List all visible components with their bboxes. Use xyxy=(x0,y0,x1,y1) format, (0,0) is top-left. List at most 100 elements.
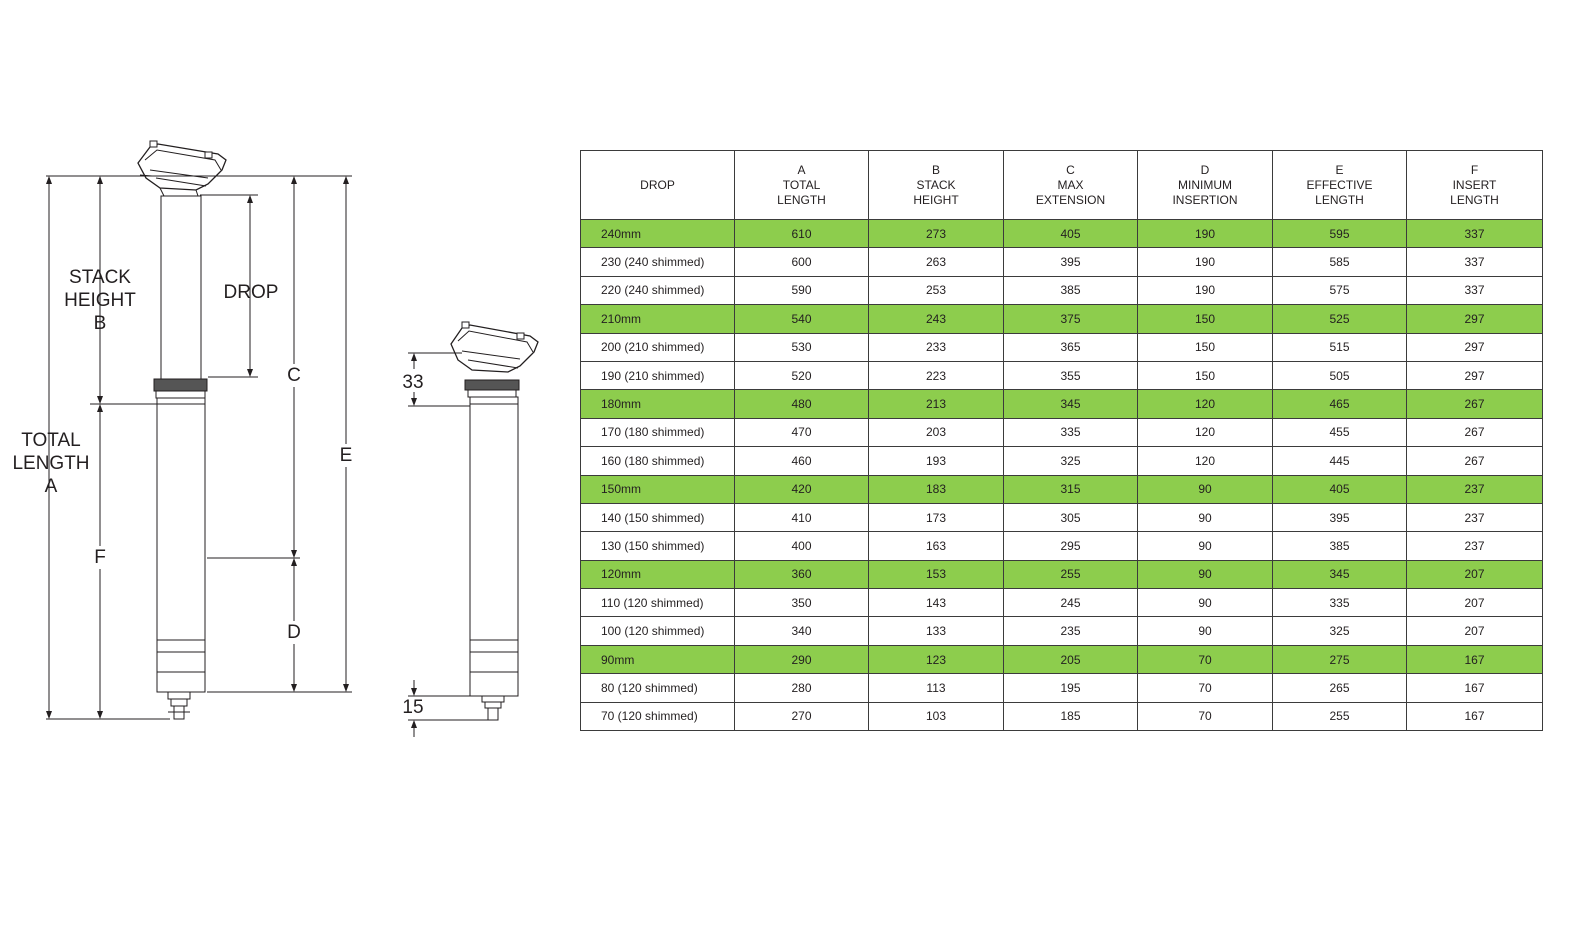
value-cell: 405 xyxy=(1272,474,1407,504)
value-cell: 455 xyxy=(1272,417,1407,447)
drop-cell: 70 (120 shimmed) xyxy=(580,701,735,732)
header-total-length: A TOTAL LENGTH xyxy=(734,150,869,220)
value-cell: 190 xyxy=(1137,275,1273,305)
drop-cell: 240mm xyxy=(580,218,735,248)
header-drop: DROP xyxy=(580,150,735,220)
value-cell: 90 xyxy=(1137,502,1273,532)
value-cell: 355 xyxy=(1003,360,1138,390)
value-cell: 600 xyxy=(734,247,869,277)
drop-cell: 170 (180 shimmed) xyxy=(580,417,735,447)
value-cell: 505 xyxy=(1272,360,1407,390)
size-spec-table: DROP A TOTAL LENGTH B STACK HEIGHT C MAX… xyxy=(580,150,1543,732)
value-cell: 90 xyxy=(1137,588,1273,617)
value-cell: 267 xyxy=(1406,389,1543,419)
value-cell: 395 xyxy=(1272,502,1407,532)
value-cell: 70 xyxy=(1137,644,1273,674)
table-header-row: DROP A TOTAL LENGTH B STACK HEIGHT C MAX… xyxy=(580,150,1543,220)
value-cell: 120 xyxy=(1137,389,1273,419)
value-cell: 265 xyxy=(1272,673,1407,703)
drop-cell: 210mm xyxy=(580,304,735,334)
value-cell: 235 xyxy=(1003,616,1138,646)
value-cell: 185 xyxy=(1003,701,1138,732)
value-cell: 325 xyxy=(1003,446,1138,476)
value-cell: 420 xyxy=(734,474,869,504)
value-cell: 297 xyxy=(1406,332,1543,362)
drop-cell: 90mm xyxy=(580,644,735,674)
drop-cell: 150mm xyxy=(580,474,735,504)
value-cell: 375 xyxy=(1003,304,1138,334)
value-cell: 183 xyxy=(868,474,1004,504)
value-cell: 70 xyxy=(1137,701,1273,732)
header-insert-length: F INSERT LENGTH xyxy=(1406,150,1543,220)
dim-33-label: 33 xyxy=(402,372,424,393)
value-cell: 480 xyxy=(734,389,869,419)
compressed-post xyxy=(450,321,539,721)
value-cell: 290 xyxy=(734,644,869,674)
value-cell: 70 xyxy=(1137,673,1273,703)
value-cell: 530 xyxy=(734,332,869,362)
value-cell: 270 xyxy=(734,701,869,732)
value-cell: 335 xyxy=(1003,417,1138,447)
value-cell: 150 xyxy=(1137,304,1273,334)
value-cell: 167 xyxy=(1406,644,1543,674)
value-cell: 465 xyxy=(1272,389,1407,419)
value-cell: 207 xyxy=(1406,588,1543,617)
f-label: F xyxy=(88,546,112,569)
drop-cell: 190 (210 shimmed) xyxy=(580,360,735,390)
value-cell: 280 xyxy=(734,673,869,703)
header-minimum-insertion: D MINIMUM INSERTION xyxy=(1137,150,1273,220)
drop-cell: 120mm xyxy=(580,559,735,589)
value-cell: 120 xyxy=(1137,417,1273,447)
value-cell: 103 xyxy=(868,701,1004,732)
value-cell: 385 xyxy=(1272,531,1407,561)
cable-actuator-icon xyxy=(481,695,505,721)
value-cell: 365 xyxy=(1003,332,1138,362)
extended-post xyxy=(137,140,227,720)
value-cell: 207 xyxy=(1406,559,1543,589)
value-cell: 520 xyxy=(734,360,869,390)
value-cell: 150 xyxy=(1137,360,1273,390)
c-label: C xyxy=(282,364,306,387)
drop-cell: 180mm xyxy=(580,389,735,419)
value-cell: 245 xyxy=(1003,588,1138,617)
value-cell: 540 xyxy=(734,304,869,334)
value-cell: 515 xyxy=(1272,332,1407,362)
cable-actuator-icon xyxy=(167,691,191,720)
drop-cell: 110 (120 shimmed) xyxy=(580,588,735,617)
drop-label: DROP xyxy=(223,282,279,303)
drop-cell: 220 (240 shimmed) xyxy=(580,275,735,305)
value-cell: 395 xyxy=(1003,247,1138,277)
value-cell: 203 xyxy=(868,417,1004,447)
value-cell: 585 xyxy=(1272,247,1407,277)
drop-cell: 100 (120 shimmed) xyxy=(580,616,735,646)
header-max-extension: C MAX EXTENSION xyxy=(1003,150,1138,220)
value-cell: 223 xyxy=(868,360,1004,390)
value-cell: 195 xyxy=(1003,673,1138,703)
value-cell: 193 xyxy=(868,446,1004,476)
value-cell: 385 xyxy=(1003,275,1138,305)
value-cell: 595 xyxy=(1272,218,1407,248)
value-cell: 410 xyxy=(734,502,869,532)
value-cell: 337 xyxy=(1406,247,1543,277)
value-cell: 90 xyxy=(1137,531,1273,561)
drop-cell: 200 (210 shimmed) xyxy=(580,332,735,362)
value-cell: 575 xyxy=(1272,275,1407,305)
d-label: D xyxy=(282,621,306,644)
value-cell: 610 xyxy=(734,218,869,248)
value-cell: 295 xyxy=(1003,531,1138,561)
value-cell: 337 xyxy=(1406,218,1543,248)
value-cell: 275 xyxy=(1272,644,1407,674)
